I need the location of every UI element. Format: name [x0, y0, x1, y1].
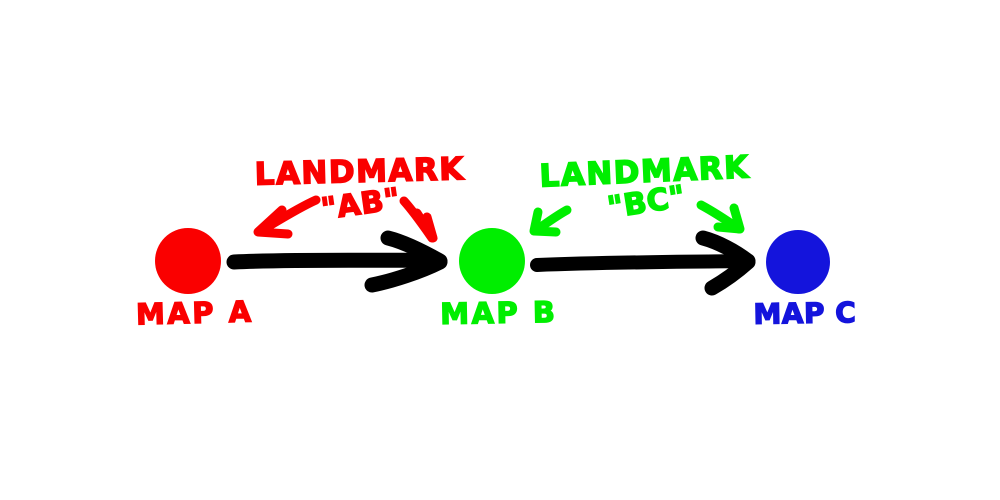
edge-bc-arrowhead-lower — [704, 254, 756, 296]
node-map-c-label: MAP C — [753, 296, 856, 331]
pointer-ab-right-head — [412, 208, 438, 243]
edge-bc-shaft — [530, 254, 751, 272]
pointer-ab-right-arrow — [399, 196, 438, 243]
edge-ab-arrow — [226, 230, 448, 293]
pointer-bc-right-head — [713, 203, 745, 234]
node-map-a-label: MAP A — [136, 294, 254, 331]
node-map-b-label: MAP B — [440, 295, 558, 331]
edge-ab-arrowhead-lower — [364, 254, 448, 293]
node-map-a-circle[interactable] — [155, 228, 221, 294]
pointer-bc-left-arrow — [529, 205, 572, 237]
node-map-c-circle[interactable] — [766, 230, 830, 294]
node-map-b-circle[interactable] — [459, 228, 525, 294]
landmark-ab-title: LANDMARK — [254, 151, 465, 192]
edge-bc-arrow — [530, 230, 756, 296]
pointer-bc-right-arrow — [696, 200, 745, 234]
pointer-ab-left-arrow — [253, 195, 321, 239]
pointer-bc-left-head — [529, 207, 561, 237]
pointer-ab-left-head — [253, 205, 293, 239]
edge-ab-shaft — [226, 252, 446, 270]
